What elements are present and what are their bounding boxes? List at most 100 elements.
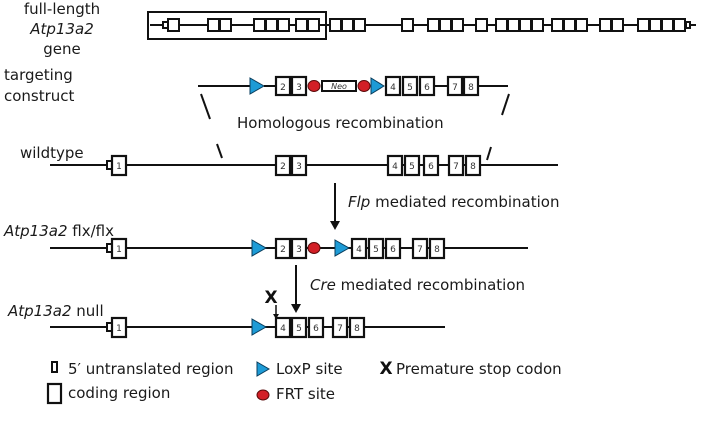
full-length-gene [147, 11, 696, 40]
loxp-site [370, 77, 385, 95]
exon-1 [110, 316, 128, 339]
exon-5-label: 5 [296, 324, 302, 334]
frt-site [307, 242, 321, 254]
exon-1 [110, 154, 128, 177]
frt-site [357, 80, 371, 92]
gene-exon [427, 18, 440, 32]
full-length-label: full-length Atp13a2 gene [24, 0, 100, 58]
gene-exon [253, 18, 266, 32]
exon-6 [384, 237, 402, 260]
gene-exon [341, 18, 354, 32]
gene-exon [563, 18, 576, 32]
exon-1 [110, 237, 128, 260]
legend-loxp-label: LoxP site [276, 360, 343, 378]
gene-exon [661, 18, 674, 32]
exon-8-label: 8 [434, 245, 440, 255]
legend: 5′ untranslated region coding region Lox… [46, 359, 562, 405]
exon-2-label: 2 [280, 162, 286, 172]
exon-4 [384, 75, 402, 97]
gene-exon [637, 18, 650, 32]
exon-8-label: 8 [354, 324, 360, 334]
full-length-label-gene: Atp13a2 [29, 20, 94, 38]
exon-8-label: 8 [470, 162, 476, 172]
exon-7 [331, 316, 349, 339]
gene-exon [673, 18, 686, 32]
exon-7 [446, 75, 464, 97]
frt-site [307, 80, 321, 92]
gene-exon [611, 18, 624, 32]
cre-recombination-label: Cre mediated recombination [310, 276, 525, 294]
null-suffix: null [76, 302, 103, 320]
flx-allele: 1 2 3 4 5 6 7 8 [50, 237, 528, 260]
gene-exon [329, 18, 342, 32]
crossover-line-left-upper [200, 93, 211, 120]
flx-label: Atp13a2 flx/flx [3, 222, 114, 240]
homologous-recombination-label: Homologous recombination [237, 114, 444, 132]
exon-2 [274, 154, 292, 177]
full-length-label-line3: gene [43, 40, 81, 58]
exon-4 [350, 237, 368, 260]
flp-recombination-label: Flp mediated recombination [348, 193, 559, 211]
exon-7 [411, 237, 429, 260]
crossover-line-right-lower [486, 146, 492, 161]
gene-exon [207, 18, 220, 32]
exon-4-label: 4 [390, 83, 396, 93]
flp-step-text: mediated recombination [375, 193, 559, 211]
legend-stop-label: Premature stop codon [396, 360, 562, 378]
exon-1-label: 1 [116, 245, 122, 255]
exon-6-label: 6 [313, 324, 319, 334]
exon-5 [290, 316, 308, 339]
targeting-label-line2: construct [4, 87, 75, 105]
crossover-line-right-upper [501, 93, 510, 116]
targeting-construct: 2 3 Neo 4 5 6 7 8 [198, 75, 508, 97]
legend-frt-label: FRT site [276, 385, 335, 403]
flp-enzyme: Flp [348, 193, 370, 211]
wildtype-allele: 1 2 3 4 5 6 7 8 [50, 154, 558, 177]
exon-5-label: 5 [407, 83, 413, 93]
exon-3-label: 3 [296, 162, 302, 172]
cre-step-text: mediated recombination [341, 276, 525, 294]
stop-legend-icon: X [379, 359, 392, 379]
exon-6 [422, 154, 440, 177]
coding-legend-icon [46, 382, 63, 405]
gene-exon [531, 18, 544, 32]
gene-exon [599, 18, 612, 32]
arrow-head-icon [330, 221, 340, 230]
exon-2-label: 2 [280, 83, 286, 93]
legend-utr-label: 5′ untranslated region [68, 360, 234, 378]
gene-exon [507, 18, 520, 32]
flx-gene-name: Atp13a2 [3, 222, 68, 240]
gene-exon [353, 18, 366, 32]
exon-4 [386, 154, 404, 177]
loxp-site [334, 239, 351, 257]
arrow-head-icon [291, 304, 301, 313]
legend-coding-label: coding region [68, 384, 170, 402]
loxp-site [251, 239, 268, 257]
exon-1-label: 1 [116, 324, 122, 334]
full-length-exons [162, 18, 691, 32]
wildtype-label: wildtype [20, 144, 84, 162]
gene-exon [265, 18, 278, 32]
exon-6-label: 6 [390, 245, 396, 255]
loxp-legend-icon [256, 361, 270, 377]
exon-6-label: 6 [428, 162, 434, 172]
gene-exon [307, 18, 320, 32]
exon-7-label: 7 [452, 83, 458, 93]
gene-exon [519, 18, 532, 32]
exon-5 [403, 154, 421, 177]
gene-exon [475, 18, 488, 32]
exon-7-label: 7 [453, 162, 459, 172]
exon-2 [274, 237, 292, 260]
stop-codon-marker: X [264, 288, 277, 308]
gene-exon [401, 18, 414, 32]
exon-2-label: 2 [280, 245, 286, 255]
exon-4-label: 4 [392, 162, 398, 172]
null-allele: 1 4 5 6 7 8 [50, 316, 445, 339]
exon-5-label: 5 [409, 162, 415, 172]
exon-3-label: 3 [296, 245, 302, 255]
flx-suffix: flx/flx [72, 222, 114, 240]
exon-7-label: 7 [337, 324, 343, 334]
gene-exon [219, 18, 232, 32]
targeting-label-line1: targeting [4, 66, 73, 84]
